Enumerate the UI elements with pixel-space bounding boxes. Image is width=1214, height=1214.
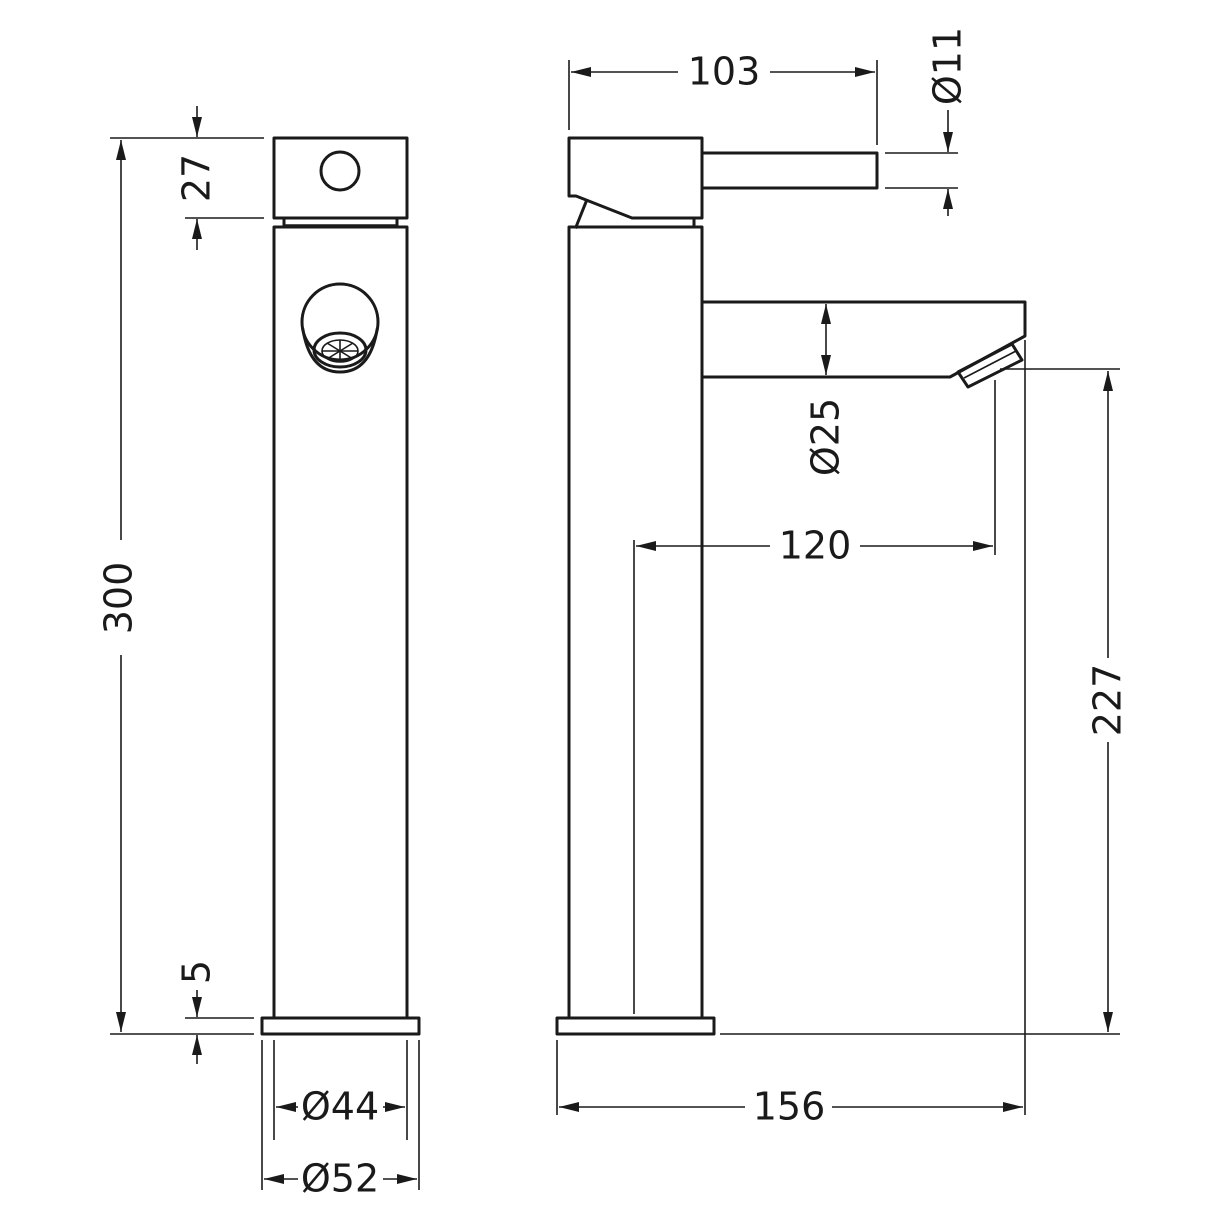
dim-spout-diameter: Ø25 <box>804 398 848 476</box>
side-handle-block <box>567 136 704 220</box>
front-lever-end <box>319 150 361 192</box>
dim-spout-reach: 120 <box>779 524 852 568</box>
aerator-icon <box>300 282 380 374</box>
side-view <box>555 136 1027 1036</box>
dimension-labels: 300 27 5 Ø44 Ø52 103 Ø11 Ø25 120 227 156 <box>97 27 1130 1201</box>
side-spout <box>700 300 1027 379</box>
front-handle-block <box>272 136 409 220</box>
front-view <box>260 136 421 1036</box>
dim-body-diameter: Ø44 <box>301 1085 379 1129</box>
side-outlet-nozzle <box>956 342 1024 389</box>
front-base-plate <box>260 1016 421 1036</box>
side-body <box>567 225 704 1020</box>
dim-handle-projection: 103 <box>688 50 761 94</box>
dim-outlet-height: 227 <box>1086 664 1130 737</box>
dim-total-height: 300 <box>97 562 141 635</box>
side-base-plate <box>555 1016 716 1036</box>
dim-overall-depth: 156 <box>753 1085 826 1129</box>
dim-base-diameter: Ø52 <box>301 1157 379 1201</box>
dim-handle-height: 27 <box>175 154 219 202</box>
dim-base-height: 5 <box>175 960 219 984</box>
side-lever <box>700 151 879 190</box>
dim-lever-diameter: Ø11 <box>926 27 970 105</box>
dimension-lines <box>110 60 1120 1190</box>
